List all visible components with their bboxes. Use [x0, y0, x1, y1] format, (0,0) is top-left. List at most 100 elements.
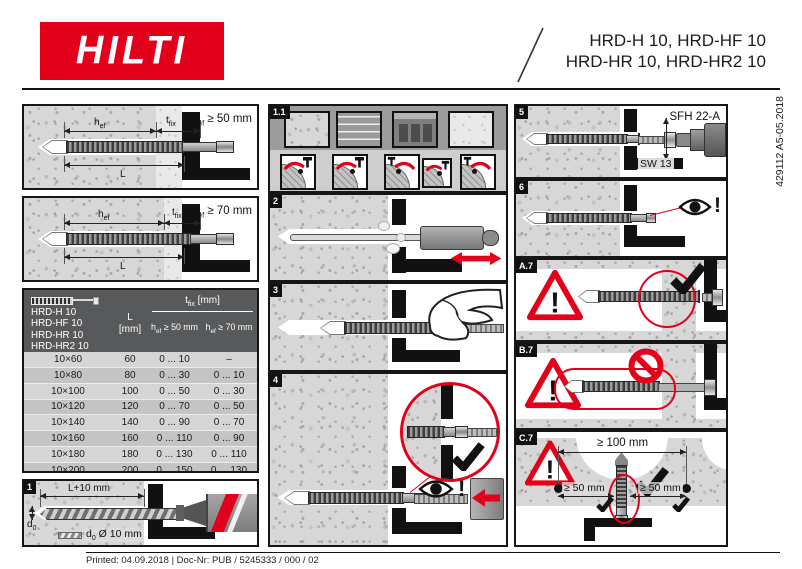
dust-puff: [386, 243, 400, 254]
material-aerated-thumb: [448, 111, 494, 148]
dim-hef-label: hef: [94, 117, 106, 130]
fixture-foot: [200, 260, 250, 272]
anchor-tip: [42, 232, 68, 246]
dim-hef: [64, 128, 156, 134]
pump-body: [420, 226, 484, 250]
anchor-icon: [31, 296, 99, 305]
hand-graphic: [428, 288, 504, 341]
hammer-icon: [303, 157, 312, 168]
dim-length: [64, 162, 184, 168]
panel-4-hammer-in: 4 !: [268, 372, 508, 547]
fixture-bracket: [624, 225, 637, 247]
hole-position-dot: [682, 484, 691, 493]
product-name: HRD-HR2 10: [31, 340, 89, 352]
hole-diameter-note: d0 Ø 10 mm: [84, 528, 144, 543]
fixture-bracket: [624, 146, 637, 170]
anchor-graphic: [42, 232, 234, 246]
drill-bit-icon: [58, 532, 82, 539]
screw-hex-head: [664, 132, 676, 148]
hilti-logo-text: HILTI: [75, 28, 189, 73]
anchor-tip: [526, 212, 548, 224]
warning-icon: !: [524, 440, 576, 486]
anchor-graphic: [526, 212, 656, 224]
fixture-foot: [163, 527, 215, 539]
detail-magnifier: [400, 382, 500, 482]
wall-shell-bottom: [516, 419, 726, 428]
no-hammer-mode-icon: [384, 154, 420, 190]
title-slash: [517, 27, 544, 83]
dim-length-label: L: [120, 261, 126, 272]
anchor-sleeve: [182, 142, 218, 152]
fixture-foot: [717, 398, 726, 410]
extension-line: [200, 120, 201, 138]
product-title: HRD-H 10, HRD-HF 10 HRD-HR 10, HRD-HR2 1…: [566, 30, 766, 72]
drill-body: [206, 494, 257, 532]
step-badge: 5: [516, 106, 529, 119]
extension-line: [184, 156, 185, 172]
product-name: HRD-H 10: [31, 307, 77, 318]
svg-text:!: !: [546, 455, 555, 485]
step-badge: 6: [516, 181, 529, 194]
dim-drill-depth: [40, 493, 144, 499]
anchor-body: [66, 233, 192, 245]
panel-3-insert-anchor: 3: [268, 282, 508, 372]
anchor-tip: [578, 290, 600, 303]
hammer-mode-icon-small: [422, 158, 452, 188]
fixture-bracket: [624, 109, 637, 132]
material-brick-thumb: [336, 111, 382, 148]
wall-shell-top: [516, 260, 726, 269]
extension-line: [184, 248, 185, 264]
fixture-foot: [717, 310, 726, 322]
fixture-bar: [704, 260, 717, 322]
header-rule: [22, 88, 780, 90]
check-pointer-line: [649, 207, 682, 216]
no-icon: [628, 348, 664, 384]
product-title-line1: HRD-H 10, HRD-HF 10: [589, 31, 766, 50]
product-title-line2: HRD-HR 10, HRD-HR2 10: [565, 52, 766, 71]
extension-line: [558, 446, 559, 484]
dim-hole-dia: [29, 506, 35, 520]
drill-chuck-cone: [184, 500, 206, 526]
anchor-tip: [284, 491, 310, 505]
step-badge: 2: [270, 195, 283, 208]
panel-6-check: 6 !: [514, 179, 728, 258]
anchor-body: [308, 492, 404, 504]
dim-hef-label: hef: [98, 209, 110, 222]
screw-hex-head: [704, 379, 716, 396]
anchor-sleeve: [190, 234, 218, 244]
panel-b7-wrong-position: B.7 !: [514, 342, 728, 430]
dust-puff: [396, 233, 406, 242]
dim-tfix-label: tfix: [172, 207, 182, 220]
extension-line: [686, 446, 687, 484]
product-name: HRD-HR 10: [31, 329, 84, 341]
fixture-thickness-table: HRD-H 10 HRD-HF 10 HRD-HR 10 HRD-HR2 10 …: [22, 288, 259, 473]
fixture-foot: [406, 522, 462, 534]
material-hollow-block-thumb: [392, 111, 438, 148]
anchor-nut: [216, 141, 234, 153]
panel-embedment-50: hef tfix L hef ≥ 50 mm: [22, 104, 259, 190]
anchor-body: [546, 134, 628, 144]
concrete-section: [270, 374, 388, 545]
drill-bit: [40, 508, 178, 520]
spacing-50-left-label: ≥ 50 mm: [562, 482, 607, 494]
extension-line: [144, 489, 145, 507]
product-list: HRD-H 10 HRD-HF 10 HRD-HR 10 HRD-HR2 10: [31, 307, 89, 352]
step-badge: C.7: [516, 432, 538, 445]
panel-c7-spacing: C.7 ! ≥ 100 mm ≥ 50 mm ≥ 50 mm: [514, 430, 728, 547]
fixture-leg: [584, 527, 595, 541]
fixture-bracket: [392, 508, 406, 534]
check-icon: [670, 263, 707, 294]
svg-text:!: !: [550, 287, 560, 319]
anchor-nut: [216, 233, 234, 245]
panel-1-1-base-materials: 1.1: [268, 104, 508, 193]
highlight-circle: [638, 270, 696, 328]
anchor-tip: [42, 140, 68, 154]
hammer-icon: [441, 160, 450, 170]
drill-depth-label: L+10 mm: [66, 483, 112, 494]
anchor-graphic: [42, 140, 234, 154]
